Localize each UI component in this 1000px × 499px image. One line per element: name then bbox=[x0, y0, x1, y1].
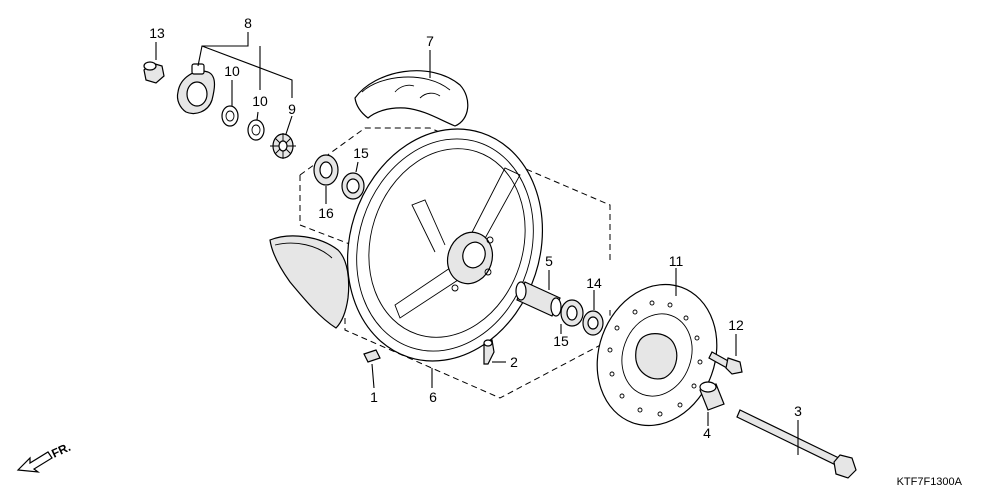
callout-10b: 10 bbox=[252, 93, 268, 109]
callout-7: 7 bbox=[426, 33, 434, 49]
callout-3: 3 bbox=[794, 403, 802, 419]
callout-16: 16 bbox=[318, 205, 334, 221]
front-arrow-icon bbox=[16, 451, 53, 473]
callout-6: 6 bbox=[429, 389, 437, 405]
diagram-code: KTF7F1300A bbox=[897, 476, 963, 488]
callout-15b: 15 bbox=[553, 333, 569, 349]
axle-part-3 bbox=[736, 409, 857, 479]
disc-bolt-part-12 bbox=[708, 351, 743, 375]
spacer-part-5 bbox=[515, 281, 562, 317]
washer-part-10b bbox=[247, 119, 265, 141]
brake-disc-part-11 bbox=[596, 283, 718, 427]
callout-14: 14 bbox=[586, 275, 602, 291]
bearing-part-15a bbox=[341, 172, 365, 200]
bearing-part-15b bbox=[560, 299, 584, 327]
callout-4: 4 bbox=[703, 425, 711, 441]
gear-part-9 bbox=[270, 133, 296, 159]
callout-15a: 15 bbox=[353, 145, 369, 161]
washer-part-10a bbox=[221, 105, 239, 127]
collar-part-4 bbox=[699, 381, 725, 411]
callout-5: 5 bbox=[545, 253, 553, 269]
callout-1: 1 bbox=[370, 389, 378, 405]
gearbox-part-8 bbox=[176, 63, 216, 115]
callout-labels: 13 8 10 10 9 7 15 16 5 14 11 12 15 2 6 1… bbox=[149, 15, 802, 441]
valve-part-2 bbox=[483, 339, 495, 365]
callout-10a: 10 bbox=[224, 63, 240, 79]
oil-seal-part-14 bbox=[582, 310, 604, 336]
nut-part-13 bbox=[143, 61, 165, 84]
leader-lines bbox=[155, 32, 799, 455]
tire-lower-part bbox=[269, 235, 350, 329]
oil-seal-part-16 bbox=[313, 154, 339, 186]
tire-upper-part bbox=[354, 70, 469, 127]
balance-weight-part-1 bbox=[363, 349, 381, 363]
wheel-rim-part bbox=[346, 128, 544, 362]
callout-9: 9 bbox=[288, 101, 296, 117]
callout-13: 13 bbox=[149, 25, 165, 41]
callout-8: 8 bbox=[244, 15, 252, 31]
front-direction-indicator: FR. bbox=[16, 440, 73, 473]
callout-11: 11 bbox=[669, 253, 684, 269]
callout-2: 2 bbox=[510, 354, 518, 370]
callout-12: 12 bbox=[728, 317, 744, 333]
front-label: FR. bbox=[49, 440, 72, 461]
